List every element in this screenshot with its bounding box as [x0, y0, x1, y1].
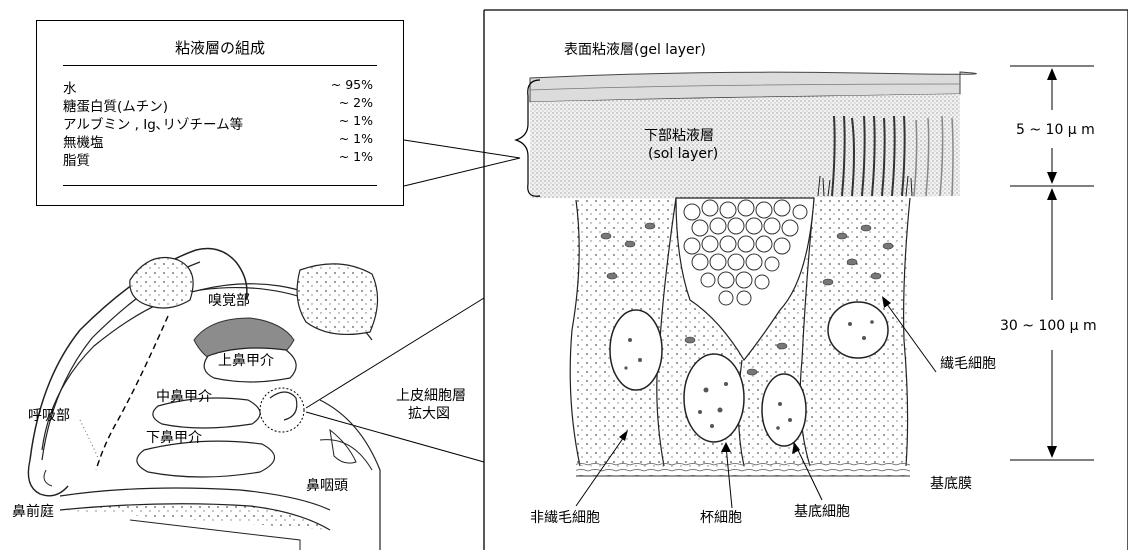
- label-nasopharynx: 鼻咽頭: [306, 478, 348, 494]
- composition-title: 粘液層の組成: [174, 39, 265, 57]
- label-sol-layer-en: (sol layer): [648, 146, 719, 162]
- composition-row: アルブミン , Ig､リゾチーム等 ~ 1%: [63, 113, 373, 133]
- label-basal-cell: 基底細胞: [794, 504, 850, 520]
- label-superior-turbinate: 上鼻甲介: [218, 353, 274, 369]
- label-epithelium-layer: 上皮細胞層: [396, 388, 466, 404]
- label-inferior-turbinate: 下鼻甲介: [146, 430, 202, 446]
- label-cell-thickness: 30 ~ 100 μ m: [1000, 318, 1097, 334]
- label-basement-membrane: 基底膜: [930, 476, 972, 492]
- component-name: 脂質: [63, 153, 90, 169]
- component-name: 水: [63, 81, 77, 97]
- component-value: ~ 1%: [338, 149, 373, 164]
- composition-row: 水 ~ 95%: [63, 77, 373, 97]
- label-olfactory-region: 嗅覚部: [208, 293, 250, 309]
- magnify-frame: [259, 9, 1128, 550]
- label-non-ciliated-cell: 非繊毛細胞: [530, 510, 600, 526]
- epithelium-illustration: [514, 65, 1094, 509]
- composition-row: 脂質 ~ 1%: [63, 149, 373, 169]
- component-value: ~ 1%: [338, 113, 373, 128]
- mucus-composition-box: 粘液層の組成 水 ~ 95% 糖蛋白質(ムチン) ~ 2% アルブミン , Ig…: [36, 20, 404, 206]
- nasal-cavity-illustration: [27, 247, 381, 550]
- label-middle-turbinate: 中鼻甲介: [156, 389, 212, 405]
- component-value: ~ 1%: [338, 131, 373, 146]
- label-respiratory-region: 呼吸部: [28, 408, 70, 424]
- label-sol-layer: 下部粘液層: [644, 128, 714, 144]
- bottom-divider: [63, 185, 377, 186]
- composition-row: 無機塩 ~ 1%: [63, 131, 373, 151]
- component-value: ~ 95%: [330, 77, 373, 92]
- label-magnified-view: 拡大図: [408, 406, 450, 422]
- component-name: アルブミン , Ig､リゾチーム等: [63, 117, 244, 133]
- label-mucus-thickness: 5 ~ 10 μ m: [1016, 122, 1095, 138]
- title-divider: [63, 65, 377, 66]
- component-value: ~ 2%: [338, 95, 373, 110]
- composition-row: 糖蛋白質(ムチン) ~ 2%: [63, 95, 373, 115]
- component-name: 無機塩: [63, 135, 104, 151]
- label-goblet-cell: 杯細胞: [700, 510, 742, 526]
- component-name: 糖蛋白質(ムチン): [63, 99, 169, 115]
- label-gel-layer: 表面粘液層(gel layer): [564, 42, 706, 58]
- label-nasal-vestibule: 鼻前庭: [12, 504, 54, 520]
- label-ciliated-cell: 繊毛細胞: [940, 356, 996, 372]
